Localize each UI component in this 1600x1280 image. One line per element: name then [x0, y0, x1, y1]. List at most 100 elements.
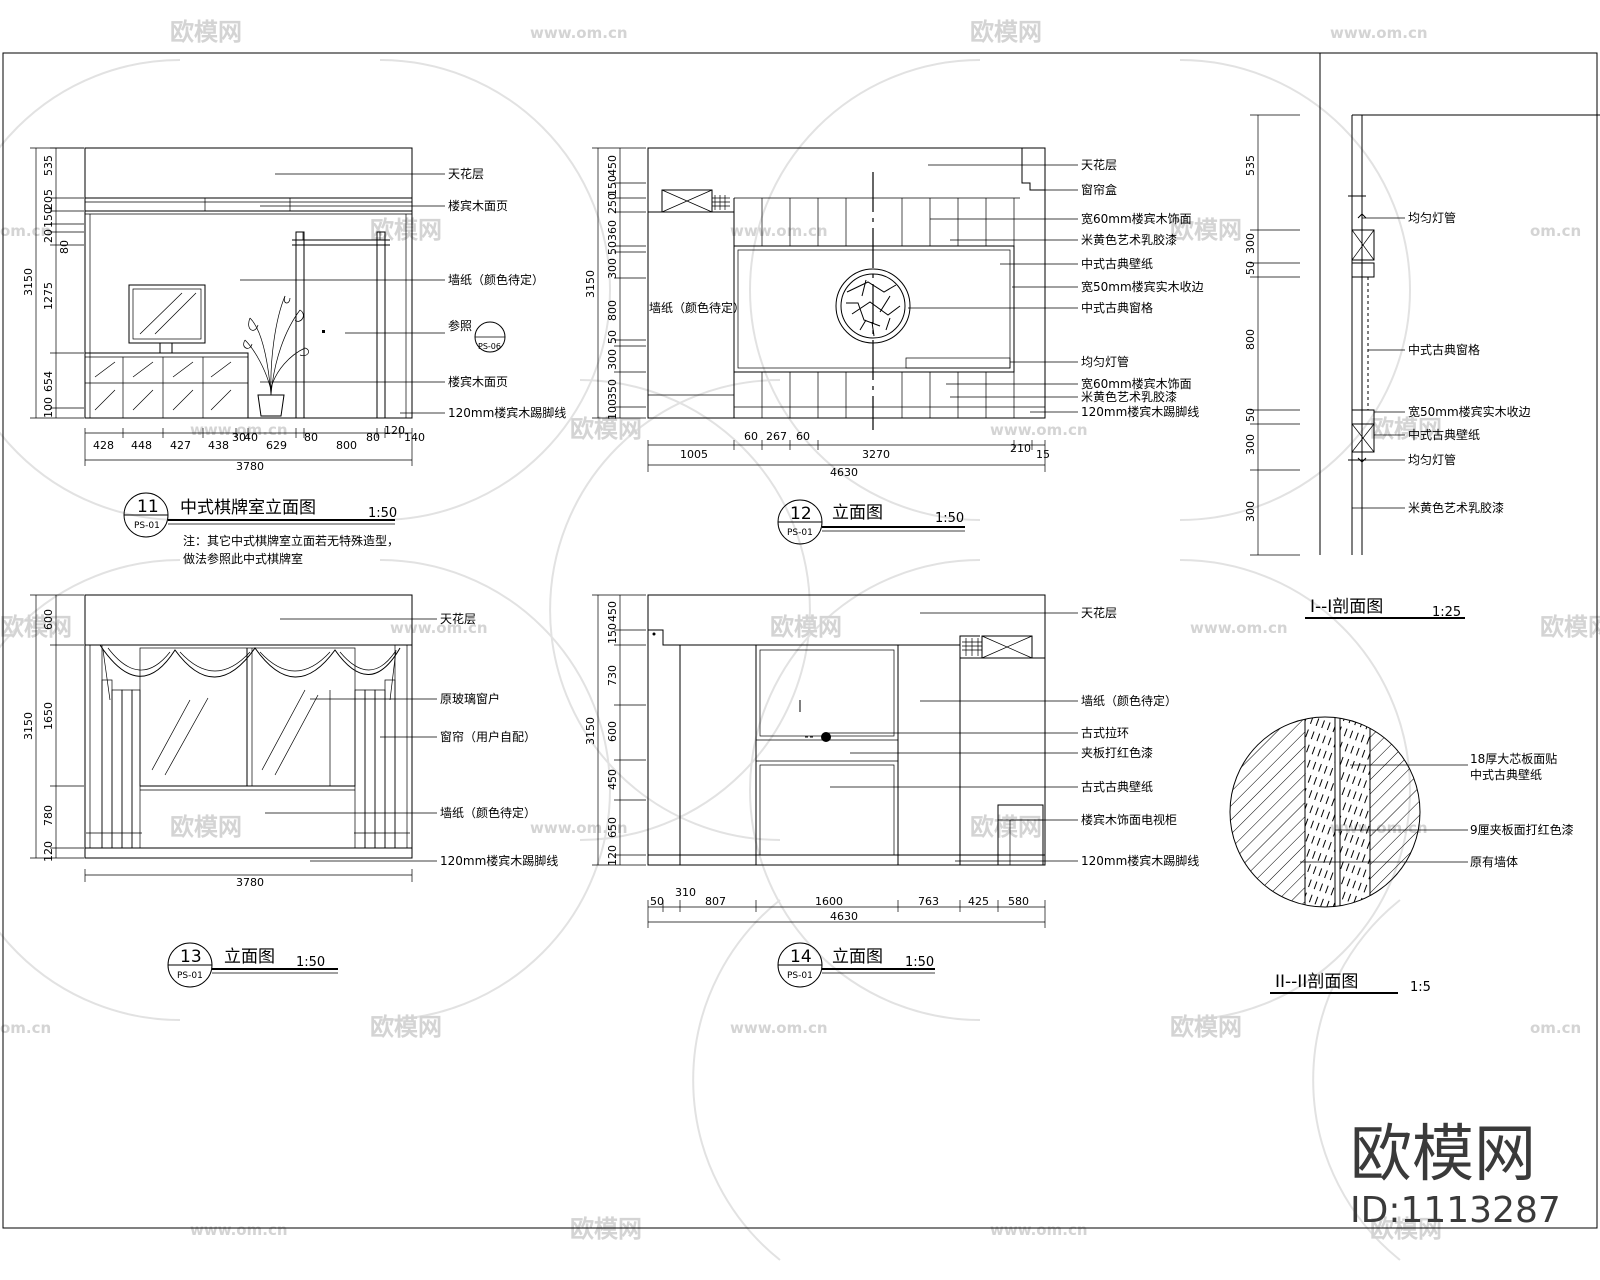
label-skirting: 120mm楼宾木踢脚线	[1081, 853, 1199, 868]
vdim: 450	[606, 601, 619, 622]
label-ceiling: 天花层	[1081, 605, 1117, 620]
hdim: 40	[244, 431, 258, 444]
hdim-total: 4630	[830, 910, 858, 923]
label-existing-wall: 原有墙体	[1470, 855, 1518, 869]
hdim: 30	[232, 431, 246, 444]
label-skirting: 120mm楼宾木踢脚线	[448, 405, 566, 420]
vdim: 300	[606, 349, 619, 370]
curtain-right	[354, 644, 410, 849]
vdim: 100	[42, 397, 55, 418]
view-scale: 1:50	[368, 506, 397, 521]
label-latex-paint: 米黄色艺术乳胶漆	[1081, 389, 1177, 404]
label-latex-paint: 米黄色艺术乳胶漆	[1081, 232, 1177, 247]
label-skirting: 120mm楼宾木踢脚线	[1081, 404, 1199, 419]
hdim: 807	[705, 895, 726, 908]
view-title: 立面图	[832, 503, 883, 523]
hdim-total: 3780	[236, 876, 264, 889]
view-ref: PS-01	[787, 971, 813, 981]
label-ceiling: 天花层	[440, 611, 476, 626]
vdim: 50	[606, 330, 619, 344]
watermark-brand: 欧模网	[1370, 415, 1442, 443]
label-wallpaper: 中式古典壁纸	[1081, 256, 1153, 271]
label-wallpaper: 墙纸（颜色待定）	[1081, 693, 1177, 708]
label-edging: 宽50mm楼宾实木收边	[1081, 279, 1204, 294]
hdim: 60	[744, 430, 758, 443]
view-scale: 1:50	[296, 955, 325, 970]
view-title: 立面图	[224, 947, 275, 967]
label-wallpaper: 墙纸（颜色待定）	[448, 272, 544, 287]
hdim: 210	[1010, 442, 1031, 455]
vdim: 535	[42, 155, 55, 176]
elevation-13: 天花层 原玻璃窗户 窗帘（用户自配） 墙纸（颜色待定） 120mm楼宾木踢脚线 …	[22, 594, 558, 988]
hdim: 428	[93, 439, 114, 452]
view-note: 做法参照此中式棋牌室	[183, 551, 303, 566]
label-curtain: 窗帘（用户自配）	[440, 729, 536, 744]
hdim: 580	[1008, 895, 1029, 908]
label-veneer: 宽60mm楼宾木饰面	[1081, 211, 1192, 226]
watermark-brand: 欧模网	[170, 813, 242, 841]
section-scale: 1:25	[1432, 605, 1461, 620]
label-veneer: 宽60mm楼宾木饰面	[1081, 376, 1192, 391]
tv-cabinet	[84, 352, 249, 419]
label-tv-cabinet: 楼宾木饰面电视柜	[1081, 812, 1177, 827]
label-edging: 宽50mm楼宾实木收边	[1408, 404, 1531, 419]
brand-id: ID:1113287	[1350, 1190, 1561, 1231]
tv-cabinet	[997, 804, 1044, 866]
watermark-url: www.om.cn	[190, 1221, 288, 1239]
vdim: 535	[1244, 155, 1257, 176]
watermark-url: www.om.cn	[530, 24, 628, 42]
watermark-brand: 欧模网	[1370, 1215, 1442, 1243]
hdim: 120	[384, 424, 405, 437]
vdim: 800	[1244, 329, 1257, 350]
hdim: 448	[131, 439, 152, 452]
vdim: 50	[1244, 408, 1257, 422]
watermark-url: www.om.cn	[990, 1221, 1088, 1239]
vdim: 150	[42, 207, 55, 228]
label-wood-veneer: 楼宾木面页	[448, 198, 508, 213]
vdim-total: 3150	[22, 712, 35, 740]
vdim: 250	[606, 193, 619, 214]
vdim: 205	[42, 189, 55, 210]
vdim-total: 3150	[584, 717, 597, 745]
tv	[128, 284, 206, 344]
vdim: 450	[606, 155, 619, 176]
light-box-top	[1351, 229, 1375, 261]
vdim: 600	[606, 721, 619, 742]
hdim: 425	[968, 895, 989, 908]
view-ref: PS-01	[134, 521, 160, 531]
watermark-brand: 欧模网	[570, 1215, 642, 1243]
label-light-tube: 均匀灯管	[1408, 452, 1456, 467]
vdim: 654	[42, 371, 55, 392]
label-ceiling: 天花层	[1081, 157, 1117, 172]
brand-logo-text: 欧模网	[1350, 1117, 1536, 1190]
watermark-brand: 欧模网	[370, 1013, 442, 1041]
wallpaper-panel	[733, 245, 1015, 373]
watermark-url: om.cn	[1530, 222, 1581, 240]
watermark-brand: 欧模网	[970, 18, 1042, 46]
watermark-url: www.om.cn	[1330, 24, 1428, 42]
elevation-14: 天花层 墙纸（颜色待定） 古式拉环 夹板打红色漆 古式古典壁纸 楼宾木饰面电视柜…	[584, 594, 1199, 988]
vdim: 800	[606, 300, 619, 321]
section-title: I--I剖面图	[1310, 597, 1383, 617]
vdim: 780	[42, 805, 55, 826]
hdim: 310	[675, 886, 696, 899]
label-curtain-box: 窗帘盒	[1081, 182, 1117, 197]
vdim: 80	[58, 240, 71, 254]
watermark-url: www.om.cn	[990, 421, 1088, 439]
vdim: 650	[606, 817, 619, 838]
watermark-url: www.om.cn	[530, 819, 628, 837]
view-number: 13	[180, 947, 202, 967]
watermark-brand: 欧模网	[1170, 216, 1242, 244]
watermark-url: www.om.cn	[1190, 619, 1288, 637]
wall-outline	[647, 147, 1046, 419]
watermark-brand: 欧模网	[970, 813, 1042, 841]
vdim: 100	[606, 399, 619, 420]
label-window: 原玻璃窗户	[440, 691, 500, 706]
label-wallpaper: 中式古典壁纸	[1470, 767, 1542, 782]
watermark-url: www.om.cn	[390, 619, 488, 637]
section-title: II--II剖面图	[1275, 972, 1358, 992]
cabinet-door	[755, 644, 899, 866]
watermark-url: om.cn	[1530, 1019, 1581, 1037]
vdim: 350	[606, 379, 619, 400]
label-light-tube: 均匀灯管	[1408, 210, 1456, 225]
